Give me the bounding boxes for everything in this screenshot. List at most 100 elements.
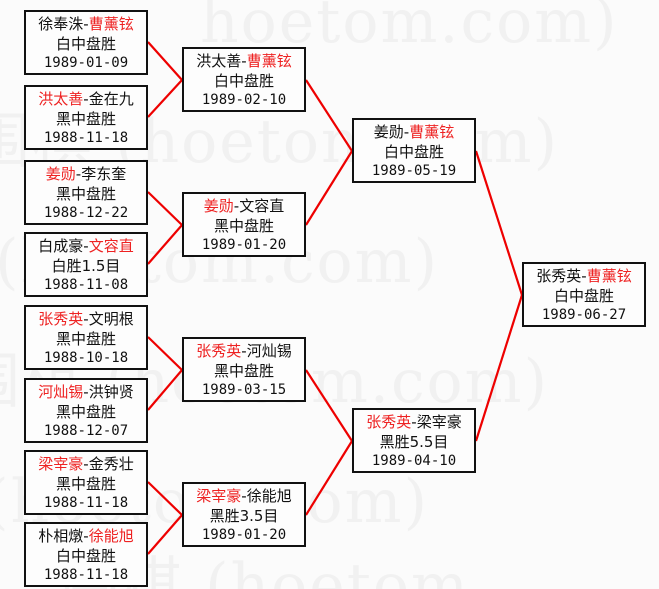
player-left: 徐奉洙 — [38, 15, 84, 33]
match-box[interactable]: 徐奉洙-曹薰铉 白中盘胜 1989-01-09 — [24, 10, 148, 75]
match-box[interactable]: 姜勋-文容直 黑中盘胜 1989-01-20 — [182, 192, 306, 257]
connector-line — [147, 369, 183, 411]
match-players: 张秀英-河灿锡 — [184, 341, 304, 361]
match-date: 1988-11-18 — [43, 567, 129, 583]
match-box[interactable]: 洪太善-曹薰铉 白中盘胜 1989-02-10 — [182, 47, 306, 112]
player-left: 洪太善 — [38, 90, 84, 108]
match-players: 张秀英-文明根 — [26, 309, 146, 329]
player-left: 张秀英 — [536, 267, 582, 285]
player-separator: - — [75, 165, 82, 183]
player-right: 曹薰铉 — [88, 15, 134, 33]
match-result: 黑中盘胜 — [55, 110, 116, 128]
player-separator: - — [83, 90, 89, 108]
match-box[interactable]: 张秀英-梁宰豪 黑胜5.5目 1989-04-10 — [352, 408, 476, 473]
player-right: 曹薰铉 — [246, 52, 292, 70]
player-right: 文容直 — [239, 197, 285, 215]
player-right: 曹薰铉 — [409, 123, 455, 141]
connector-line — [474, 150, 524, 296]
player-right: 李东奎 — [81, 165, 127, 183]
player-separator: - — [83, 455, 89, 473]
match-result: 白胜1.5目 — [51, 257, 121, 275]
match-box[interactable]: 河灿锡-洪钟贤 黑中盘胜 1988-12-07 — [24, 378, 148, 443]
match-box[interactable]: 梁宰豪-金秀壮 黑中盘胜 1988-11-18 — [24, 450, 148, 515]
connector-line — [305, 150, 353, 226]
match-box[interactable]: 洪太善-金在九 黑中盘胜 1988-11-18 — [24, 85, 148, 150]
match-result: 黑胜3.5目 — [209, 507, 279, 525]
match-date: 1989-03-15 — [201, 382, 287, 398]
match-result: 黑中盘胜 — [55, 475, 116, 493]
player-separator: - — [581, 267, 587, 285]
player-separator: - — [241, 342, 247, 360]
match-box[interactable]: 朴相燉-徐能旭 白中盘胜 1988-11-18 — [24, 522, 148, 587]
player-left: 河灿锡 — [38, 383, 84, 401]
player-right: 文容直 — [88, 237, 134, 255]
connector-line — [147, 481, 183, 516]
match-box[interactable]: 张秀英-文明根 黑中盘胜 1988-10-18 — [24, 305, 148, 370]
connector-line — [147, 336, 183, 371]
match-box[interactable]: 姜勋-曹薰铉 白中盘胜 1989-05-19 — [352, 118, 476, 183]
match-date: 1988-10-18 — [43, 350, 129, 366]
match-date: 1989-01-20 — [201, 527, 287, 543]
match-result: 黑中盘胜 — [55, 185, 116, 203]
player-left: 朴相燉 — [38, 527, 84, 545]
player-right: 梁宰豪 — [416, 413, 462, 431]
connector-line — [474, 294, 524, 442]
match-players: 洪太善-金在九 — [26, 89, 146, 109]
match-result: 白中盘胜 — [383, 143, 444, 161]
match-date: 1988-11-08 — [43, 277, 129, 293]
connector-line — [147, 79, 183, 118]
match-date: 1988-11-18 — [43, 130, 129, 146]
player-separator: - — [83, 15, 89, 33]
match-box[interactable]: 张秀英-河灿锡 黑中盘胜 1989-03-15 — [182, 337, 306, 402]
player-left: 洪太善 — [196, 52, 242, 70]
match-result: 黑中盘胜 — [213, 217, 274, 235]
player-separator: - — [411, 413, 417, 431]
player-left: 张秀英 — [38, 310, 84, 328]
player-right: 洪钟贤 — [88, 383, 134, 401]
player-left: 姜勋 — [373, 123, 404, 141]
match-box[interactable]: 姜勋-李东奎 黑中盘胜 1988-12-22 — [24, 160, 148, 225]
match-players: 张秀英-梁宰豪 — [354, 412, 474, 432]
match-box[interactable]: 梁宰豪-徐能旭 黑胜3.5目 1989-01-20 — [182, 482, 306, 547]
match-date: 1989-01-09 — [43, 55, 129, 71]
player-right: 河灿锡 — [246, 342, 292, 360]
match-players: 河灿锡-洪钟贤 — [26, 382, 146, 402]
match-result: 黑中盘胜 — [55, 403, 116, 421]
match-box[interactable]: 白成豪-文容直 白胜1.5目 1988-11-08 — [24, 232, 148, 297]
match-date: 1988-12-07 — [43, 423, 129, 439]
player-left: 白成豪 — [38, 237, 84, 255]
player-right: 金秀壮 — [88, 455, 134, 473]
match-players: 姜勋-曹薰铉 — [354, 122, 474, 142]
player-separator: - — [241, 487, 247, 505]
match-date: 1988-12-22 — [43, 205, 129, 221]
match-date: 1988-11-18 — [43, 495, 129, 511]
match-result: 白中盘胜 — [213, 72, 274, 90]
match-players: 姜勋-文容直 — [184, 196, 304, 216]
player-separator: - — [83, 383, 89, 401]
match-box[interactable]: 张秀英-曹薰铉 白中盘胜 1989-06-27 — [522, 262, 646, 327]
player-separator: - — [241, 52, 247, 70]
match-date: 1989-02-10 — [201, 92, 287, 108]
match-players: 梁宰豪-徐能旭 — [184, 486, 304, 506]
match-players: 姜勋-李东奎 — [26, 164, 146, 184]
player-separator: - — [83, 527, 89, 545]
player-right: 文明根 — [88, 310, 134, 328]
player-left: 梁宰豪 — [38, 455, 84, 473]
connector-line — [147, 41, 183, 81]
player-left: 张秀英 — [196, 342, 242, 360]
watermark-text: hoetom.com) — [200, 0, 619, 57]
connector-line — [147, 224, 183, 265]
player-separator: - — [83, 237, 89, 255]
match-players: 徐奉洙-曹薰铉 — [26, 14, 146, 34]
connector-line — [147, 191, 183, 226]
player-left: 张秀英 — [366, 413, 412, 431]
match-players: 张秀英-曹薰铉 — [524, 266, 644, 286]
player-left: 梁宰豪 — [196, 487, 242, 505]
player-right: 金在九 — [88, 90, 134, 108]
player-separator: - — [403, 123, 410, 141]
player-separator: - — [83, 310, 89, 328]
match-date: 1989-01-20 — [201, 237, 287, 253]
match-date: 1989-04-10 — [371, 453, 457, 469]
match-date: 1989-05-19 — [371, 163, 457, 179]
